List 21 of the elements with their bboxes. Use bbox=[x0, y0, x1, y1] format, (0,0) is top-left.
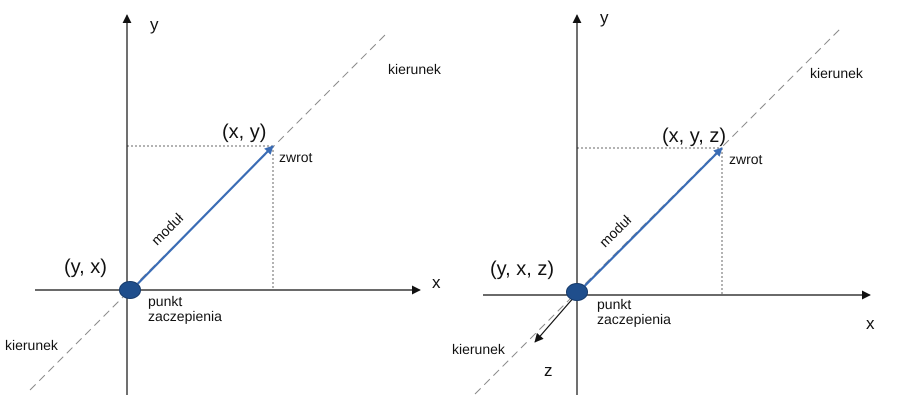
origin-label: punkt zaczepienia bbox=[597, 297, 672, 328]
origin-point bbox=[119, 281, 141, 299]
axis-label: y bbox=[600, 9, 608, 28]
coordinate-label: (y, x) bbox=[64, 256, 107, 278]
direction-label: kierunek bbox=[388, 62, 441, 78]
coordinate-label: (y, x, z) bbox=[490, 258, 554, 280]
origin-label: punkt zaczepienia bbox=[148, 294, 223, 325]
vector-arrow bbox=[136, 145, 274, 285]
coordinate-label: (x, y, z) bbox=[662, 125, 726, 147]
axis-label: x bbox=[866, 315, 874, 334]
axis-label: x bbox=[432, 274, 440, 293]
direction-label: kierunek bbox=[5, 338, 58, 354]
axis-label: y bbox=[150, 16, 158, 35]
sense-label: zwrot bbox=[279, 150, 312, 166]
direction-label: kierunek bbox=[452, 342, 505, 358]
origin-point bbox=[566, 283, 588, 301]
vector-arrow bbox=[584, 147, 723, 287]
direction-label: kierunek bbox=[810, 66, 863, 82]
coordinate-label: (x, y) bbox=[222, 121, 266, 143]
axis-label: z bbox=[544, 362, 552, 381]
sense-label: zwrot bbox=[729, 152, 762, 168]
